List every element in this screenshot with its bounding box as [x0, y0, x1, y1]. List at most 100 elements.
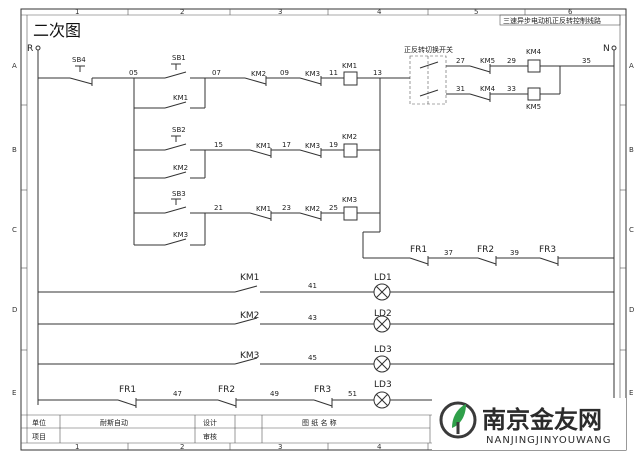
col-marker-3: 3 — [278, 8, 282, 16]
km1-aux-label: KM1 — [173, 94, 188, 102]
row-marker-a: A — [12, 62, 17, 70]
watermark-sub: NANJINGJINYOUWANG — [486, 435, 611, 446]
rail-right-label: N — [603, 44, 610, 54]
km4-coil-label: KM4 — [526, 48, 542, 56]
start-button-sb2: SB2 — [164, 126, 187, 151]
col-marker-bottom-4: 4 — [377, 443, 382, 451]
lamp-line-ld1: KM1 41 LD1 — [38, 273, 614, 301]
km4-nc-label: KM4 — [480, 85, 496, 93]
control-line-main: SB4 05 SB1 07 KM2 09 KM3 11 — [38, 54, 382, 232]
unit-value: 耐斯自动 — [100, 418, 128, 427]
row-marker-right-d: D — [629, 306, 634, 314]
project-title: 三速异步电动机正反转控制线路 — [503, 16, 601, 25]
km3-nc-contact-b: KM3 — [299, 142, 322, 158]
node-09: 09 — [280, 69, 289, 77]
right-rail: N — [603, 44, 617, 400]
leaf-logo-icon — [439, 401, 477, 439]
direction-switch: 正反转切换开关 — [404, 45, 453, 105]
km2-coil: KM2 — [342, 133, 358, 158]
node-33: 33 — [507, 85, 516, 93]
fr3-contact: FR3 — [539, 245, 559, 266]
km5-coil — [527, 87, 541, 101]
col-marker-5: 5 — [474, 8, 478, 16]
node-45: 45 — [308, 354, 317, 362]
node-29: 29 — [507, 57, 516, 65]
control-line-2: SB2 15 KM1 17 KM3 19 KM2 KM2 — [134, 126, 380, 179]
ld3-label: LD3 — [374, 345, 392, 355]
col-marker-bottom-2: 2 — [180, 443, 184, 451]
project-title-box — [499, 14, 621, 26]
row-marker-right-e: E — [629, 389, 633, 397]
km1-coil: KM1 — [342, 62, 358, 86]
node-51: 51 — [348, 390, 357, 398]
km5-nc-label: KM5 — [480, 57, 495, 65]
node-37: 37 — [444, 249, 453, 257]
row-marker-right-a: A — [629, 62, 634, 70]
km1-nc-contact-c: KM1 — [249, 205, 272, 221]
col-marker-1: 1 — [75, 8, 79, 16]
row-marker-e: E — [12, 389, 16, 397]
overload-chain: FR1 37 FR2 39 FR3 — [362, 231, 614, 266]
km1-holding-branch: KM1 — [133, 78, 206, 245]
drawing-title: 二次图 — [33, 21, 81, 40]
km4-branch: 27 KM5 29 KM4 35 — [446, 48, 614, 74]
node-17: 17 — [282, 141, 291, 149]
node-05: 05 — [129, 69, 138, 77]
review-label: 审核 — [203, 432, 217, 441]
row-marker-d: D — [12, 306, 17, 314]
start-button-sb1: SB1 — [164, 54, 187, 79]
node-31: 31 — [456, 85, 465, 93]
fr2-fault-label: FR2 — [218, 385, 235, 395]
fr3-label: FR3 — [539, 245, 556, 255]
node-23: 23 — [282, 204, 291, 212]
node-21: 21 — [214, 204, 223, 212]
km1-label-b: KM1 — [256, 142, 271, 150]
watermark: 南京金友网 NANJINGJINYOUWANG — [432, 398, 626, 450]
node-39: 39 — [510, 249, 519, 257]
sb4-label: SB4 — [72, 56, 86, 64]
start-button-sb3: SB3 — [164, 190, 187, 214]
km3-aux-label: KM3 — [173, 231, 188, 239]
km4-coil — [527, 59, 541, 73]
node-43: 43 — [308, 314, 317, 322]
sheet-frame — [20, 8, 627, 451]
km1-lamp-label: KM1 — [240, 273, 259, 283]
node-35: 35 — [582, 57, 591, 65]
row-marker-right-b: B — [629, 146, 634, 154]
control-line-3: SB3 21 KM1 23 KM2 25 KM3 KM3 — [134, 190, 380, 246]
left-rail: R — [27, 44, 41, 405]
col-marker-2: 2 — [180, 8, 184, 16]
drawing-name-label: 图 纸 名 称 — [302, 418, 337, 427]
km1-coil-label: KM1 — [342, 62, 357, 70]
km1-label-c: KM1 — [256, 205, 271, 213]
unit-label: 单位 — [32, 418, 46, 427]
sb3-label: SB3 — [172, 190, 186, 198]
ld3b-label: LD3 — [374, 380, 392, 390]
km2-aux-label: KM2 — [173, 164, 188, 172]
col-marker-6: 6 — [568, 8, 573, 16]
node-47: 47 — [173, 390, 182, 398]
km5-branch: 31 KM4 33 KM5 — [446, 66, 561, 111]
km2-nc-contact-c: KM2 — [299, 205, 322, 221]
fr1-contact: FR1 — [409, 245, 429, 266]
fr3-fault-label: FR3 — [314, 385, 331, 395]
km5-coil-label: KM5 — [526, 103, 541, 111]
lamp-line-ld3: KM3 45 LD3 — [38, 345, 614, 373]
design-label: 设计 — [203, 418, 217, 427]
node-15: 15 — [214, 141, 223, 149]
km3-nc-contact-a: KM3 — [299, 70, 322, 86]
node-11: 11 — [329, 69, 338, 77]
rail-left-label: R — [27, 44, 33, 54]
row-marker-right-c: C — [629, 226, 634, 234]
km3-coil-label: KM3 — [342, 196, 357, 204]
km3-coil: KM3 — [342, 196, 358, 221]
ld2-label: LD2 — [374, 309, 392, 319]
node-27: 27 — [456, 57, 465, 65]
node-25: 25 — [329, 204, 338, 212]
node-41: 41 — [308, 282, 317, 290]
node-19: 19 — [329, 141, 338, 149]
ld1-label: LD1 — [374, 273, 392, 283]
lamp-line-ld2: KM2 43 LD2 — [38, 309, 614, 333]
switch-label: 正反转切换开关 — [404, 45, 453, 54]
